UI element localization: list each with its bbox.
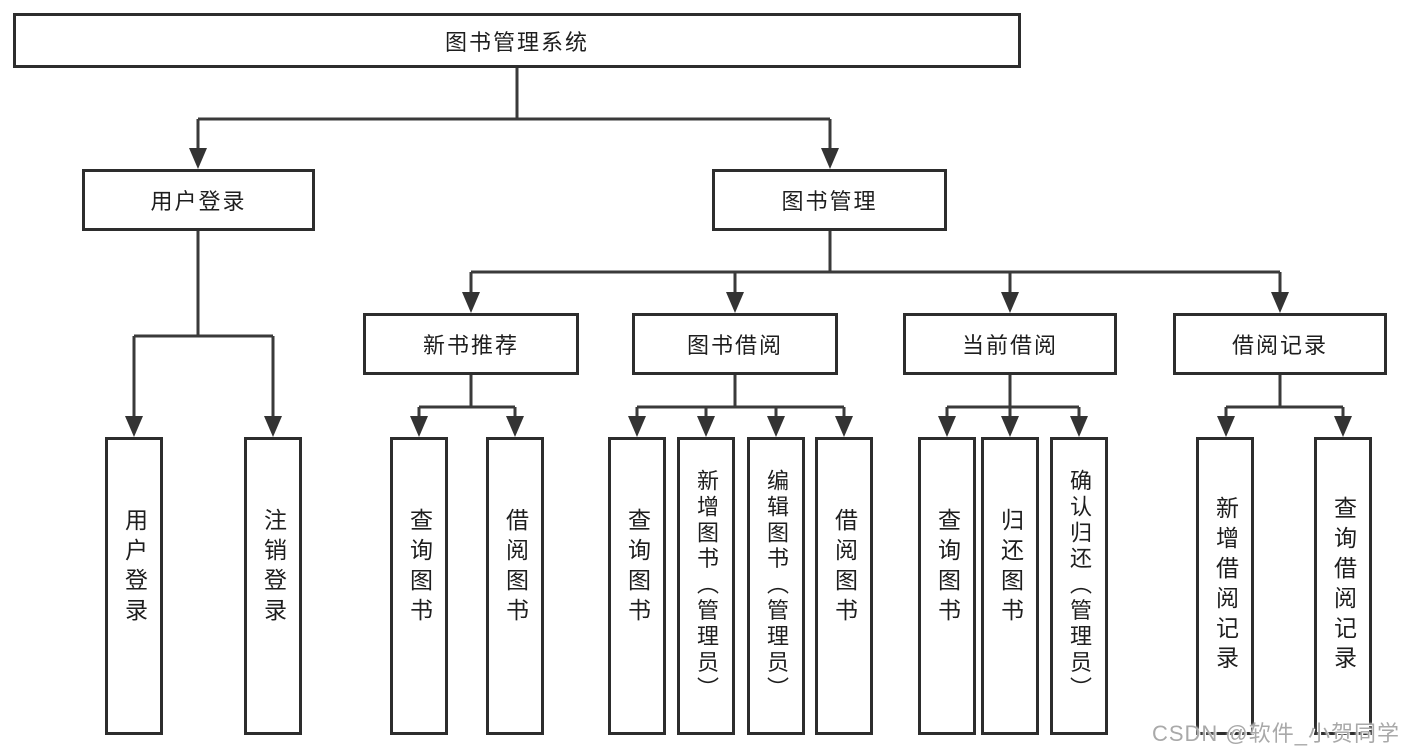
- arrowhead: [462, 292, 480, 313]
- node-new-book-recommendation: 新书推荐: [363, 313, 579, 375]
- arrowhead: [726, 292, 744, 313]
- node-label: 借阅记录: [1231, 333, 1328, 358]
- node-label: 查询借阅记录: [1330, 496, 1357, 676]
- arrowheads: [125, 148, 1352, 437]
- node-leaf-borrow-books-recommendation: 借阅图书: [486, 437, 544, 735]
- arrowhead: [506, 416, 524, 437]
- node-leaf-query-books-recommendation: 查询图书: [390, 437, 448, 735]
- arrowhead: [1001, 416, 1019, 437]
- node-label: 新书推荐: [422, 333, 519, 358]
- node-leaf-edit-books-admin: 编辑图书（管理员）: [747, 437, 805, 735]
- arrowhead: [938, 416, 956, 437]
- node-leaf-query-books-current: 查询图书: [918, 437, 976, 735]
- node-label: 用户登录: [121, 508, 148, 628]
- arrowhead: [125, 416, 143, 437]
- node-library-management-system: 图书管理系统: [13, 13, 1021, 68]
- node-book-management: 图书管理: [712, 169, 947, 231]
- node-leaf-add-borrow-record: 新增借阅记录: [1196, 437, 1254, 735]
- arrowhead: [189, 148, 207, 169]
- node-borrowing-records: 借阅记录: [1173, 313, 1387, 375]
- node-leaf-confirm-return-admin: 确认归还（管理员）: [1050, 437, 1108, 735]
- node-leaf-query-borrow-record: 查询借阅记录: [1314, 437, 1372, 735]
- node-label: 图书借阅: [686, 333, 783, 358]
- arrowhead: [835, 416, 853, 437]
- node-label: 编辑图书（管理员）: [764, 469, 789, 703]
- node-label: 借阅图书: [502, 508, 529, 628]
- node-leaf-user-login: 用户登录: [105, 437, 163, 735]
- node-leaf-borrow-books: 借阅图书: [815, 437, 873, 735]
- node-label: 注销登录: [260, 508, 287, 628]
- arrowhead: [1001, 292, 1019, 313]
- node-user-login: 用户登录: [82, 169, 315, 231]
- arrowhead: [767, 416, 785, 437]
- node-label: 查询图书: [406, 508, 433, 628]
- arrowhead: [1217, 416, 1235, 437]
- node-leaf-return-books: 归还图书: [981, 437, 1039, 735]
- node-leaf-query-books-borrowing: 查询图书: [608, 437, 666, 735]
- node-label: 查询图书: [624, 508, 651, 628]
- arrowhead: [410, 416, 428, 437]
- arrowhead: [1334, 416, 1352, 437]
- arrowhead: [821, 148, 839, 169]
- arrowhead: [1271, 292, 1289, 313]
- node-label: 用户登录: [150, 189, 247, 214]
- arrowhead: [264, 416, 282, 437]
- node-label: 确认归还（管理员）: [1067, 469, 1092, 703]
- watermark: CSDN @软件_小贺同学: [1151, 721, 1400, 746]
- node-label: 归还图书: [997, 508, 1024, 628]
- node-label: 借阅图书: [831, 508, 858, 628]
- node-label: 当前借阅: [961, 333, 1058, 358]
- tree-edges: [132, 68, 1345, 420]
- node-label: 新增图书（管理员）: [694, 469, 719, 703]
- node-label: 图书管理系统: [444, 29, 589, 55]
- arrowhead: [697, 416, 715, 437]
- node-label: 查询图书: [934, 508, 961, 628]
- node-current-borrowing: 当前借阅: [903, 313, 1117, 375]
- node-book-borrowing: 图书借阅: [632, 313, 838, 375]
- arrowhead: [1070, 416, 1088, 437]
- node-label: 新增借阅记录: [1212, 496, 1239, 676]
- arrowhead: [628, 416, 646, 437]
- node-leaf-logout: 注销登录: [244, 437, 302, 735]
- node-label: 图书管理: [781, 189, 878, 214]
- node-leaf-add-books-admin: 新增图书（管理员）: [677, 437, 735, 735]
